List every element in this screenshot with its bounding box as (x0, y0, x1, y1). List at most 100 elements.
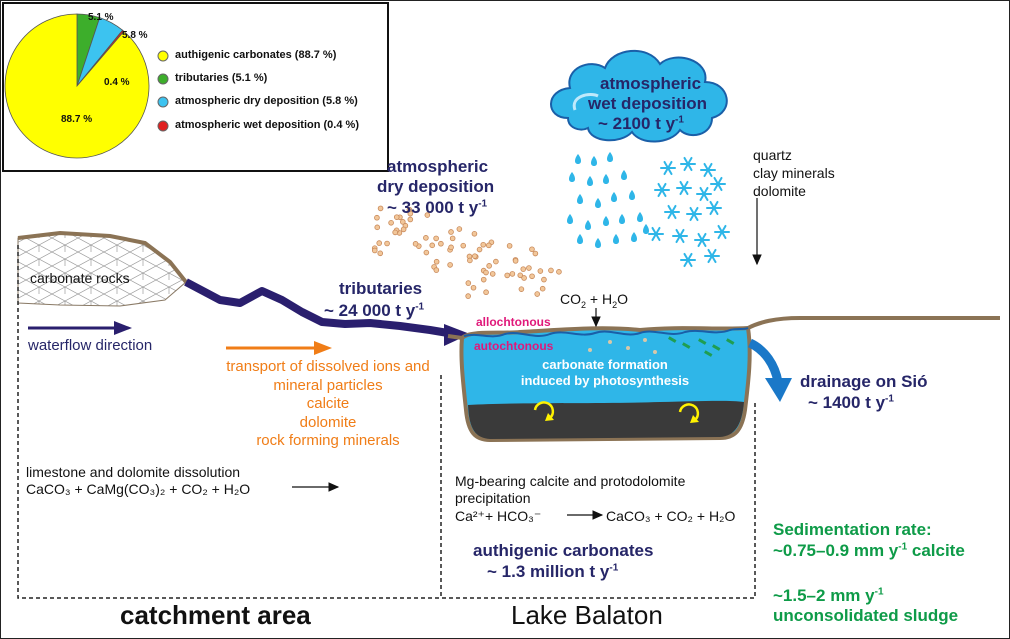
raindrop (567, 214, 573, 224)
dust-particle (486, 263, 492, 269)
allochtonous-label: allochtonous (476, 315, 551, 329)
mineral-dolomite: dolomite (753, 183, 806, 199)
authigenic-value: ~ 1.3 million t y-1 (487, 562, 619, 581)
dust-particle (407, 210, 414, 217)
snowflake (680, 156, 696, 172)
raindrop (613, 234, 619, 244)
mineral-clay: clay minerals (753, 165, 835, 181)
dust-particle (506, 243, 513, 249)
tributary-arrowhead (444, 324, 470, 346)
dissolution-label: limestone and dolomite dissolution (26, 464, 241, 480)
dry-deposition-title-2: dry deposition (377, 177, 495, 196)
dust-particle (423, 235, 429, 241)
snowflake (700, 162, 716, 178)
drainage-arrowhead (765, 378, 792, 402)
dust-particle (534, 291, 541, 297)
dust-particle (377, 205, 384, 212)
dust-particle (433, 267, 440, 273)
snowflake (676, 180, 692, 196)
pie-label-wet: 0.4 % (104, 77, 130, 88)
wet-deposition-title-1: atmospheric (600, 74, 702, 93)
raindrop (569, 172, 575, 182)
dust-particle (374, 214, 380, 221)
ground-line (17, 230, 188, 284)
raindrop (643, 224, 649, 234)
legend-label-tributaries: tributaries (5.1 %) (175, 72, 268, 84)
dust-particle (392, 229, 398, 236)
raindrop (577, 194, 583, 204)
transport-text: transport of dissolved ions and mineral … (210, 358, 446, 451)
dust-particle (470, 284, 477, 291)
lake-balaton-title: Lake Balaton (511, 600, 663, 630)
pie-label-dry: 5.8 % (122, 30, 148, 41)
dust-particle (447, 262, 453, 268)
transport-line-2: mineral particles (273, 376, 383, 394)
dust-particle (429, 242, 436, 249)
dust-particle (433, 235, 439, 242)
transport-arrowhead (314, 341, 332, 355)
dust-particle (467, 257, 473, 264)
dust-particle (504, 272, 511, 279)
cloud-icon (550, 49, 728, 143)
drainage-value: ~ 1400 t y-1 (808, 393, 894, 412)
snowflake (710, 176, 726, 192)
snowflake (704, 248, 720, 264)
dust-particle (485, 242, 492, 249)
dust-particle (483, 269, 489, 276)
lake-sediment (468, 400, 744, 439)
pie-chart (4, 13, 150, 159)
dust-particle (400, 226, 407, 233)
dust-particle (517, 272, 524, 279)
dust-particle (548, 267, 554, 274)
transport-line-1: transport of dissolved ions and (226, 358, 430, 375)
waterflow-label: waterflow direction (28, 337, 153, 354)
dust-particle (371, 247, 378, 254)
plankton-marks (668, 336, 735, 357)
raindrop (637, 212, 643, 222)
pie-slice-authigenic-carbonates (4, 13, 150, 159)
dust-particle (529, 273, 535, 280)
cycle-arrow-right-head (690, 415, 699, 423)
dust-particle (465, 280, 472, 286)
dust-particle (541, 276, 547, 283)
dust-particle (438, 240, 444, 247)
dust-particle (423, 249, 430, 256)
dry-deposition-title-1: atmospheric (387, 157, 489, 176)
snowflake (680, 252, 696, 268)
pie-label-authigenic: 88.7 % (61, 114, 93, 125)
tributary-river (184, 278, 449, 337)
legend-dot-authigenic (157, 50, 169, 62)
dust-particle (384, 240, 390, 247)
dust-particle (393, 214, 400, 220)
raindrop (587, 176, 593, 186)
dust-particle (471, 253, 478, 259)
raindrop (621, 170, 627, 180)
legend-label-dry: atmospheric dry deposition (5.8 %) (175, 95, 358, 107)
dust-particle (377, 250, 384, 257)
legend-dot-wet (157, 120, 169, 132)
legend-label-wet: atmospheric wet deposition (0.4 %) (175, 119, 359, 131)
transport-line-3: calcite (306, 395, 350, 412)
dust-particle (374, 224, 381, 231)
legend-label-authigenic: authigenic carbonates (88.7 %) (175, 49, 337, 61)
snowflake (694, 232, 710, 248)
dust-particles (371, 205, 562, 299)
snowflake (654, 182, 670, 198)
dust-particle (493, 258, 499, 265)
dashed-boundary (17, 245, 756, 599)
dust-particle (424, 212, 431, 218)
dust-particle (376, 240, 383, 246)
dust-particle (460, 242, 467, 249)
lake-surface (463, 327, 749, 338)
dust-particle (512, 258, 519, 264)
dust-particle (400, 219, 406, 225)
sedimentation-rate-calcite: ~0.75–0.9 mm y-1 calcite (773, 541, 965, 560)
tributaries-value: ~ 24 000 t y-1 (324, 301, 425, 320)
precipitation-equation-left: Ca²⁺+ HCO₃⁻ (455, 508, 542, 524)
legend-dot-tributaries (157, 73, 169, 85)
dust-particle (480, 276, 487, 283)
snowflakes (648, 156, 730, 268)
raindrop (577, 234, 583, 244)
dust-particle (448, 244, 454, 251)
